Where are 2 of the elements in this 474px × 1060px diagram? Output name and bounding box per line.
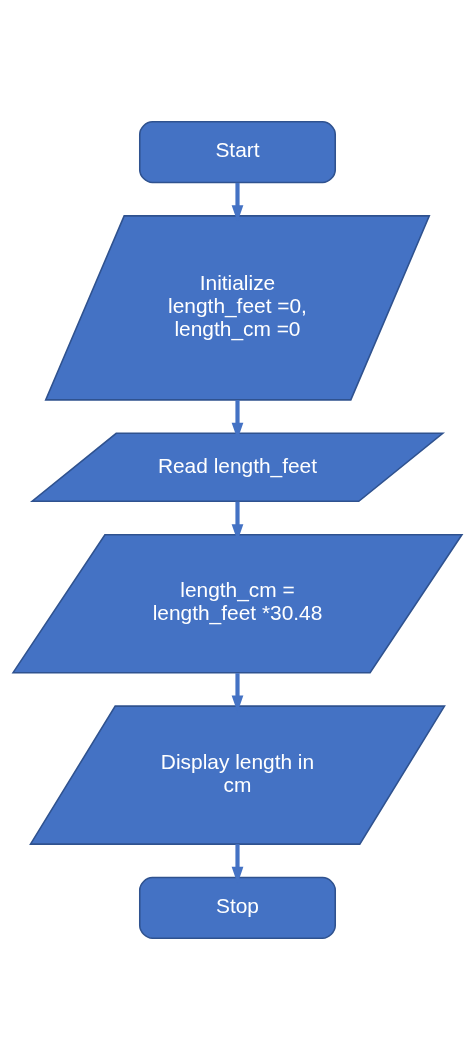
node-box: Stop [138, 876, 336, 939]
node-box: Start [138, 121, 336, 184]
